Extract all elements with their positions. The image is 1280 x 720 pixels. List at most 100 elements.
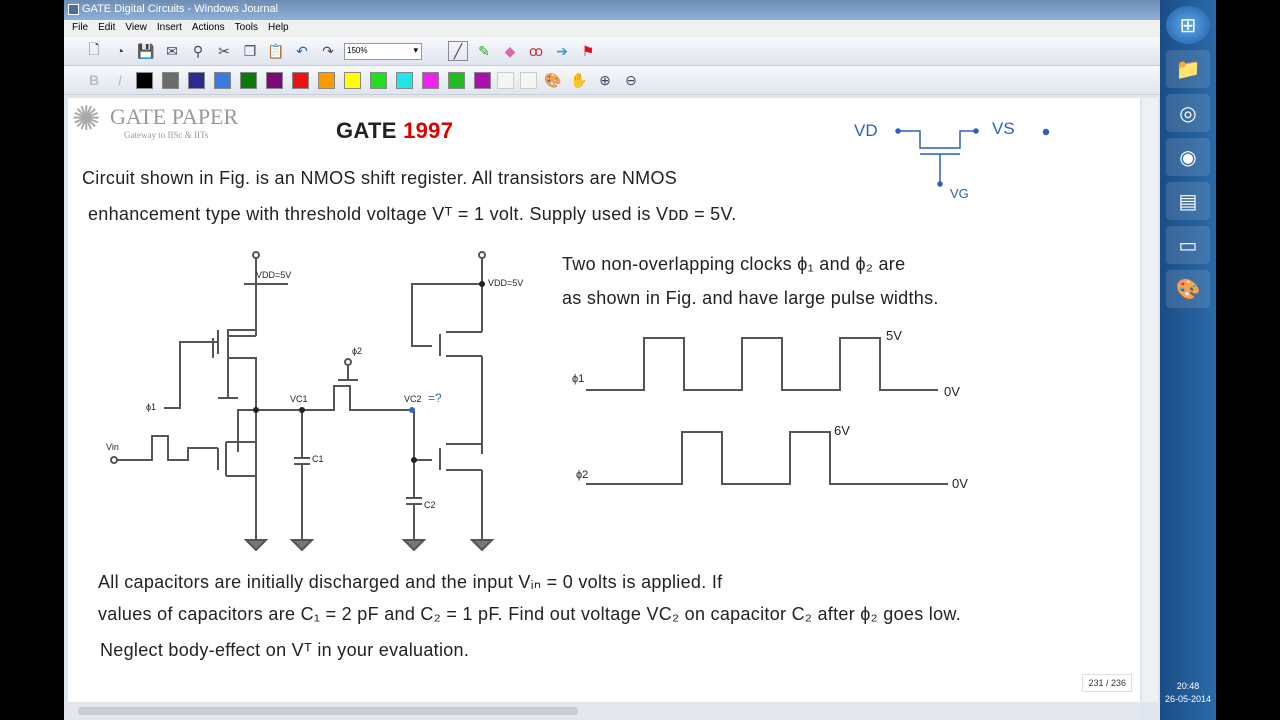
send-icon[interactable]: ✉ [166,42,178,59]
logo-name: GATE PAPER [110,104,239,129]
system-clock[interactable]: 20:48 26-05-2014 [1160,680,1216,706]
paste-icon[interactable]: 📋 [267,42,285,59]
page-counter: 231 / 236 [1082,674,1132,692]
paint-icon[interactable]: 🎨 [1166,270,1210,308]
phi1-waveform [586,337,938,391]
clock-date: 26-05-2014 [1164,694,1212,704]
cut-icon[interactable]: ✂ [218,42,230,59]
vertical-scrollbar[interactable] [1142,98,1158,702]
empty-swatch[interactable] [520,71,537,89]
pen-color-swatch[interactable] [448,71,465,89]
zoom-select[interactable]: 150% [344,42,422,60]
pan-hand-icon[interactable]: ✋ [570,71,588,88]
app-icon [68,4,79,15]
clocks-line-2: as shown in Fig. and have large pulse wi… [562,288,939,308]
pen-color-swatch[interactable] [344,71,361,89]
wave-phi1-label: ϕ1 [572,373,584,385]
pen-color-swatch[interactable] [396,71,413,89]
menu-actions[interactable]: Actions [191,22,225,33]
copy-icon[interactable]: ❐ [243,42,257,59]
clock-waveforms: ϕ1 ϕ2 5V 0V 6V 0V [572,328,968,491]
pen-color-swatch[interactable] [266,71,283,89]
pen-color-swatch[interactable] [292,71,309,89]
menu-edit[interactable]: Edit [98,22,116,33]
vin-label: Vin [106,442,119,452]
journal-icon[interactable]: ▤ [1166,182,1210,220]
window-icon[interactable]: ▭ [1166,226,1210,264]
phi1-high-label: 5V [886,328,902,343]
pen-color-swatch[interactable] [370,71,387,89]
pen-color-swatch[interactable] [188,71,205,89]
color-swatches [136,71,491,89]
chrome-icon[interactable]: ◎ [1166,94,1210,132]
pen-color-swatch[interactable] [136,71,153,89]
sketch-vs: VS [992,119,1015,138]
find-icon[interactable]: ⚲ [192,42,204,59]
phi1-label: ϕ1 [146,402,156,412]
pen-color-swatch[interactable] [240,71,257,89]
flag-icon[interactable]: ⚑ [581,42,595,59]
pen-color-swatch[interactable] [318,71,335,89]
logo-tagline: Gateway to IISc & IITs [124,130,209,140]
pen-color-swatch[interactable] [422,71,439,89]
eraser-icon[interactable]: ◆ [504,42,516,59]
menu-file[interactable]: File [72,22,89,33]
question-line-3: All capacitors are initially discharged … [98,572,723,592]
horizontal-scrollbar[interactable] [68,704,1140,718]
start-orb-icon[interactable]: ⊞ [1166,6,1210,44]
question-line-4: values of capacitors are C₁ = 2 pF and C… [98,604,962,624]
vc1-label: VC1 [290,394,308,404]
handwritten-transistor-sketch: VD VS VG [854,119,1050,201]
logo-burst-icon: ✺ [72,100,101,138]
vc2-label: VC2 [404,394,422,404]
pen-color-swatch[interactable] [474,71,491,89]
journal-window: GATE Digital Circuits - Windows Journal … [64,0,1160,720]
window-title: GATE Digital Circuits - Windows Journal [82,3,279,15]
vdd-label-2: VDD=5V [488,278,523,288]
pen-toolbar: B I 🎨 ✋ ⊕ ⊖ [64,66,1160,95]
clock-time: 20:48 [1176,681,1200,691]
heading-gate: GATE [336,118,397,143]
lasso-icon[interactable]: ꝏ [528,42,544,59]
zoom-out-icon[interactable]: ⊖ [625,71,637,88]
handwritten-annotation: =? [428,391,442,405]
highlighter-icon[interactable]: ✎ [478,42,490,59]
vdd-label-1: VDD=5V [256,270,291,280]
circuit-diagram: VDD=5V VDD=5V ϕ1 ϕ2 Vin VC1 VC2 C1 C2 =?… [106,119,1050,552]
bold-icon[interactable]: B [88,72,100,88]
c2-label: C2 [424,500,436,510]
question-line-1: Circuit shown in Fig. is an NMOS shift r… [82,168,678,188]
zoom-in-icon[interactable]: ⊕ [599,71,611,88]
empty-swatch[interactable] [497,71,514,89]
pen-color-swatch[interactable] [214,71,231,89]
italic-icon[interactable]: I [118,72,122,88]
c1-label: C1 [312,454,324,464]
insert-space-icon[interactable]: ➔ [556,42,568,59]
menu-help[interactable]: Help [268,22,289,33]
save-icon[interactable]: 💾 [137,42,155,59]
firefox-icon[interactable]: ◉ [1166,138,1210,176]
pen-icon[interactable]: ╱ [448,41,468,61]
menu-view[interactable]: View [125,22,147,33]
phi2-label: ϕ2 [352,346,362,356]
color-picker-icon[interactable]: 🎨 [544,71,562,88]
question-line-5: Neglect body-effect on Vᵀ in your evalua… [100,640,470,660]
second-stage [401,251,495,552]
pen-color-swatch[interactable] [162,71,179,89]
open-icon[interactable]: ◔ [115,43,125,59]
sketch-vg: VG [950,186,969,201]
menu-tools[interactable]: Tools [234,22,259,33]
clocks-line-1: Two non-overlapping clocks ϕ₁ and ϕ₂ are [562,254,906,274]
new-note-icon[interactable]: 🗋 [88,41,100,57]
menu-insert[interactable]: Insert [156,22,182,33]
redo-icon[interactable]: ↷ [322,42,334,59]
question-line-2: enhancement type with threshold voltage … [88,204,737,224]
scroll-thumb[interactable] [78,707,578,715]
explorer-icon[interactable]: 📁 [1166,50,1210,88]
heading-year: 1997 [403,118,454,143]
phi2-waveform [586,431,948,485]
taskbar: ⊞ 📁 ◎ ◉ ▤ ▭ 🎨 20:48 26-05-2014 [1160,0,1216,720]
phi2-high-label: 6V [834,423,850,438]
undo-icon[interactable]: ↶ [296,42,308,59]
note-page[interactable]: ✺ GATE PAPER Gateway to IISc & IITs GATE… [68,98,1140,702]
